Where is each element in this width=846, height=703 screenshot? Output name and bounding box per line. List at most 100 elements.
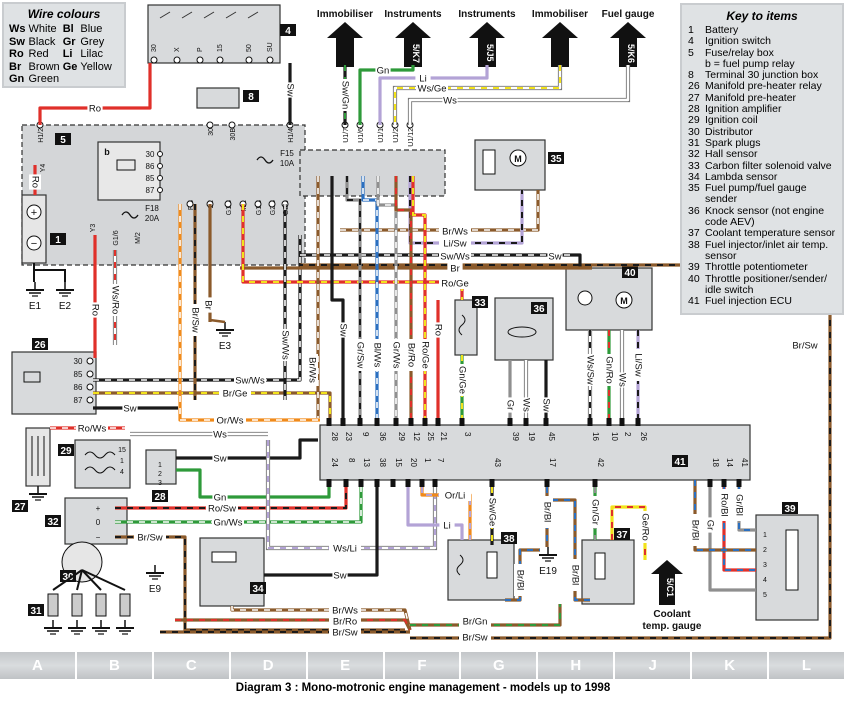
ecu-pin: [721, 479, 727, 487]
wire-label-background: [704, 517, 716, 533]
ground-label: E3: [219, 341, 232, 352]
ecu-bottom-pin-label: 1: [423, 458, 432, 463]
fuse-box-pin: [228, 121, 236, 129]
badge-box: [782, 502, 798, 514]
terminal-pin: [266, 56, 274, 64]
wire-ro-sw: [115, 487, 348, 510]
relay-pin: [157, 163, 163, 169]
spark-plug-icon: [71, 593, 83, 617]
ecu-pin: [587, 418, 593, 426]
motor-icon: [615, 291, 633, 309]
wire-stripe: [242, 204, 463, 300]
fuel-injector-sensor: [447, 539, 515, 601]
wire-colour-label: Ro: [89, 104, 101, 115]
ecu-bottom-pin-label: 38: [378, 458, 387, 467]
wire-colour-label: Ro/Bl: [718, 493, 729, 516]
wire-label-background: [416, 82, 448, 94]
legend-code: Gn: [9, 73, 25, 85]
badge-box: [60, 570, 76, 582]
key-item-number: 35: [688, 182, 700, 195]
badge-box: [55, 133, 71, 145]
wire-colour-label: Br/Sw: [137, 533, 162, 544]
key-item-number: 30: [688, 125, 700, 138]
pot-pin: 2: [763, 547, 767, 554]
legend-name: Lilac: [80, 48, 103, 60]
wire-br-ro: [175, 618, 412, 631]
legend-code: Ws: [9, 23, 26, 35]
wire-colour-label: Ws/Sw: [584, 355, 595, 385]
wire-label-background: [284, 82, 296, 98]
wire-label-background: [122, 402, 138, 414]
wire-sw: [264, 487, 379, 577]
ecu-top-pin-label: 28: [330, 432, 339, 441]
wire-label-background: [202, 297, 214, 313]
key-item-number: 33: [688, 159, 700, 172]
terminal-pin: [216, 56, 224, 64]
ecu-top-pin-label: 26: [639, 432, 648, 441]
wire-core: [575, 253, 582, 268]
fuse-relay-box: [21, 124, 306, 266]
switch-contact: [181, 11, 193, 19]
spark-plug-icon: [47, 593, 59, 617]
switch-contact: [225, 11, 237, 19]
fuse-box-extension: [299, 149, 446, 197]
wire-stripe: [346, 176, 361, 418]
wire-br-ro: [394, 176, 413, 418]
connector-3: [542, 22, 578, 67]
key-item-label: sensor: [705, 249, 737, 262]
wire-label-background: [456, 364, 468, 396]
wire-colour-label: Ws: [443, 96, 457, 107]
key-item-label: Hall sensor: [705, 148, 758, 161]
ecu-top-pin-label: 2: [623, 432, 632, 437]
legend-name: Grey: [80, 35, 105, 48]
switch-contact: [203, 11, 215, 19]
wire-stripe: [547, 499, 590, 601]
item-badge-hall_sensor: 32: [45, 515, 61, 528]
wire-label-background: [405, 339, 417, 371]
key-item-number: 31: [688, 136, 700, 149]
heater-icon: [211, 551, 237, 563]
wire-label-background: [109, 284, 121, 316]
fuse-box-top-pin: 30B: [230, 128, 237, 141]
ecu-bottom-pin-label: 7: [436, 458, 445, 463]
injector-coil-icon: [456, 554, 464, 576]
wire-stripe: [340, 190, 539, 231]
ecu-top-pin-label: 39: [511, 432, 520, 441]
ecu-pin: [422, 418, 428, 426]
key-item-label: Distributor: [705, 125, 753, 138]
ecu-pin: [544, 479, 550, 487]
sender-resistor-icon: [482, 149, 496, 175]
fuel-injection-ecu: [319, 424, 751, 481]
wire-br-bl: [547, 498, 590, 602]
ecu-bottom-pin-label: 17: [548, 458, 557, 467]
coolant-temperature-sensor: [581, 539, 635, 605]
wire-label-background: [504, 397, 516, 413]
connector-arrow-icon: [542, 22, 578, 67]
wire-colour-label: Gn: [377, 66, 390, 77]
ecu-top-pin-label: 9: [361, 432, 370, 437]
fuse-box-bottom-pin: G2/8: [270, 200, 277, 215]
badge-box: [548, 152, 564, 164]
fuse-box-top-pin: U1/2: [393, 128, 400, 143]
badge-box: [472, 296, 488, 308]
ht-lead: [52, 569, 83, 591]
wire-colour-label: Ws: [616, 373, 627, 387]
ground-preheater: [29, 486, 47, 501]
connector-1: 5/K7: [395, 22, 431, 67]
ecu-pin: [358, 479, 364, 487]
connector-title: Instruments: [384, 9, 442, 20]
spark-plug-icon: [95, 593, 107, 617]
key-item-label: Terminal 30 junction box: [705, 69, 819, 82]
wire-label-background: [375, 64, 391, 76]
item-badge-coolant_sensor: 37: [614, 528, 630, 541]
wire-stripe: [300, 264, 831, 639]
badge-box: [12, 500, 28, 512]
ignition-amplifier: [145, 449, 177, 485]
item-badge-throttle_positioner: 40: [622, 266, 638, 279]
ecu-top-pin-label: 16: [591, 432, 600, 441]
